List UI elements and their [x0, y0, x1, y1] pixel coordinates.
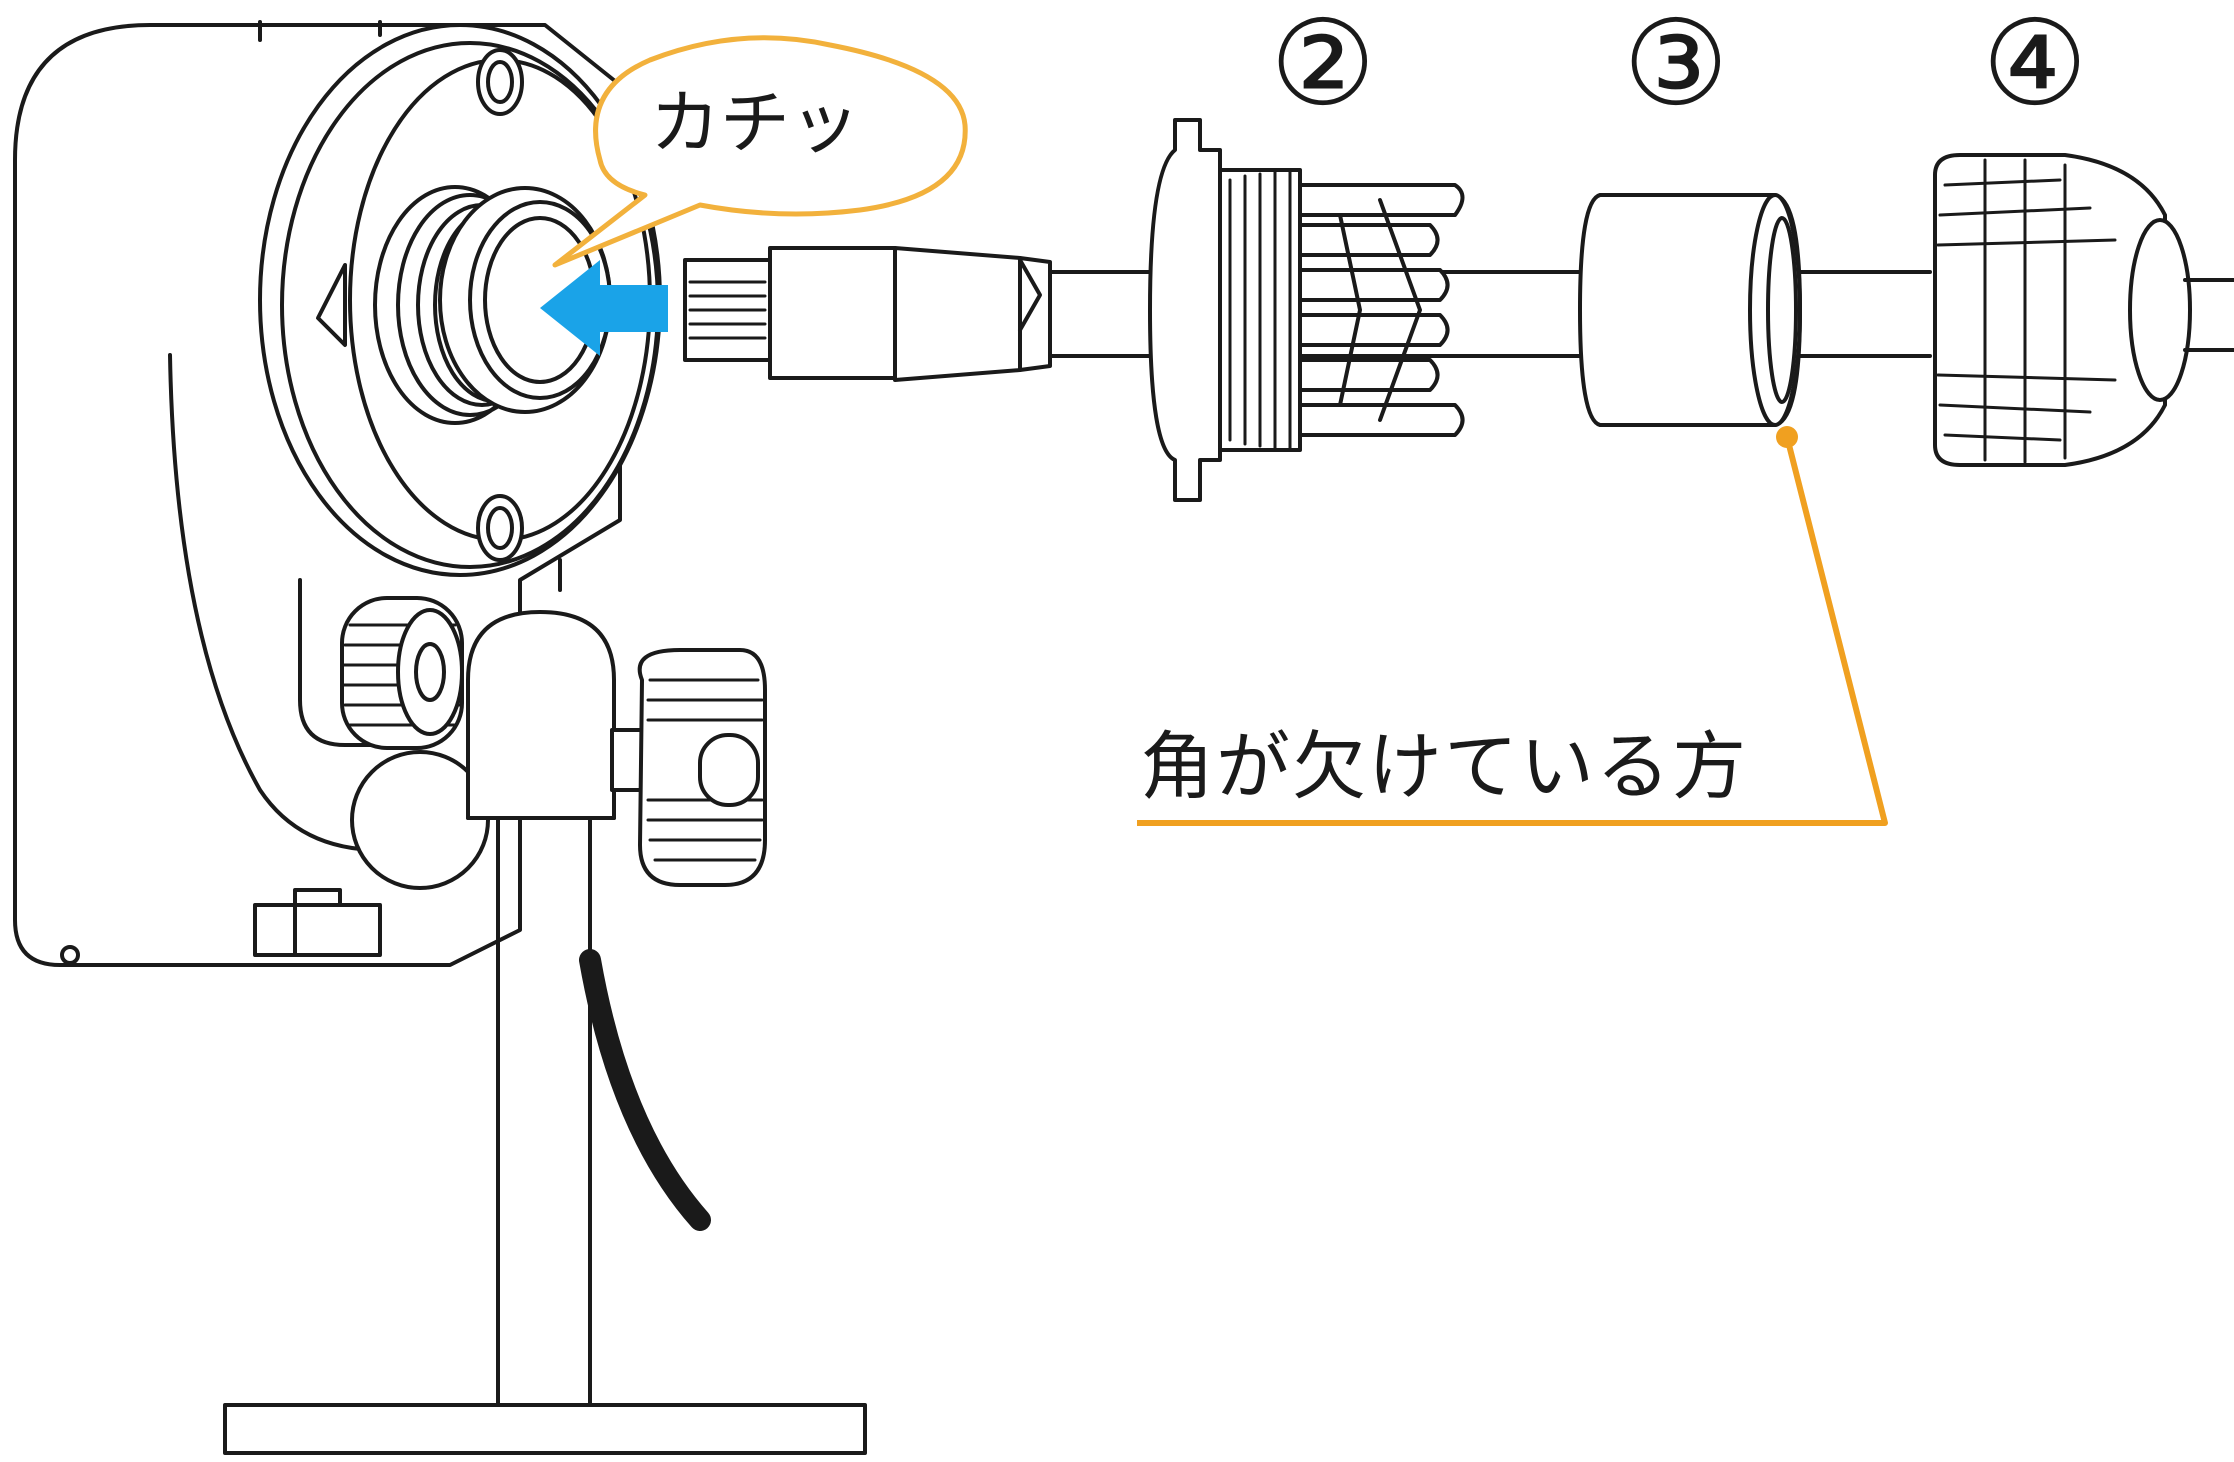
- chipped-corner-label: 角が欠けている方: [1140, 724, 1748, 810]
- bottom-latch: [253, 888, 382, 957]
- screw-hole-top: [476, 48, 524, 116]
- part-number-4: ④: [1982, 0, 2088, 132]
- thumb-screw: [610, 648, 767, 887]
- gland-body: [1148, 118, 1465, 502]
- part-number-2: ②: [1270, 0, 1376, 132]
- rj45-plug: [683, 246, 1542, 382]
- arrow-left-icon: [540, 260, 668, 356]
- part-number-3: ③: [1623, 0, 1729, 132]
- stand-pole: [223, 816, 867, 1455]
- tilt-wheel-left: [340, 596, 464, 750]
- rubber-bushing: [1538, 193, 1932, 427]
- cap-nut: [1933, 153, 2234, 467]
- power-cable: [579, 949, 711, 1231]
- click-speech-bubble: [552, 35, 968, 268]
- camera-body: [13, 20, 867, 1455]
- lan-port: [373, 185, 612, 425]
- click-sound-label: カチッ: [650, 82, 860, 164]
- screw-hole-bottom: [476, 494, 524, 562]
- callout-leader: [1137, 426, 1888, 826]
- stand-joint: [466, 610, 616, 820]
